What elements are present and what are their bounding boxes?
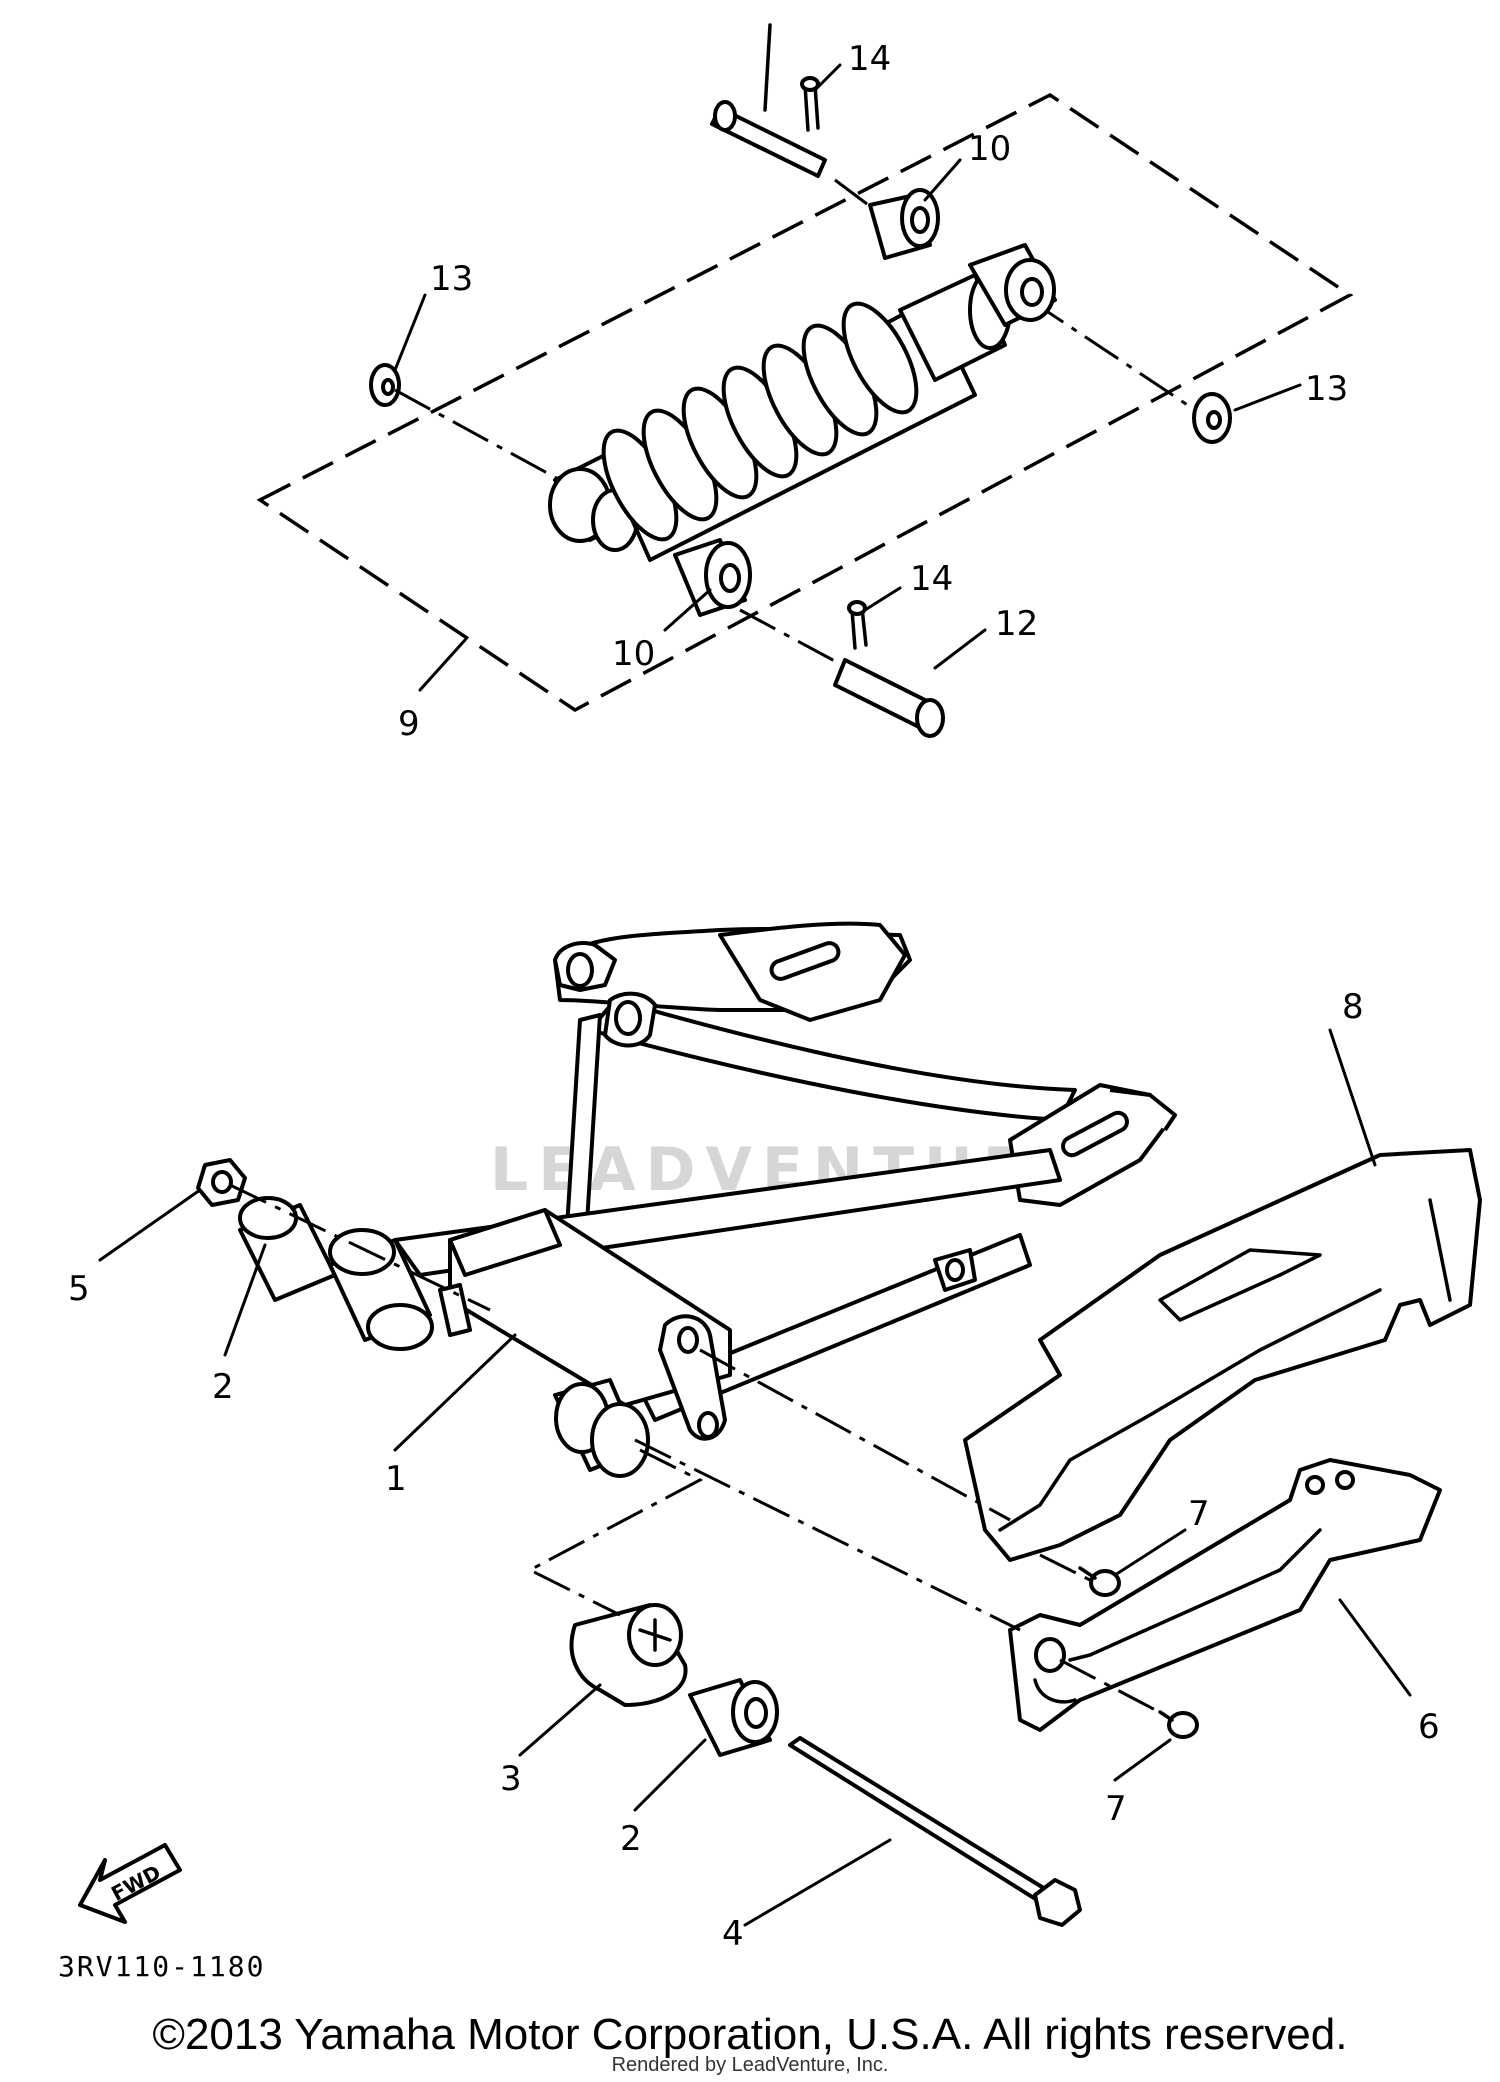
- shock-mount-bracket: [553, 921, 912, 1022]
- washer-right: [1192, 392, 1232, 444]
- callout-3: 3: [500, 1759, 522, 1799]
- link-bracket: [658, 1314, 727, 1441]
- copyright-notice: ©2013 Yamaha Motor Corporation, U.S.A. A…: [152, 2010, 1348, 2059]
- callout-14-mid: 14: [910, 559, 953, 599]
- bolt-lower: [1158, 1710, 1199, 1739]
- callout-8: 8: [1342, 987, 1364, 1027]
- callout-10-bottom: 10: [612, 634, 655, 674]
- pivot-bushing-lower: [553, 1378, 650, 1478]
- chain-case: [963, 1148, 1482, 1562]
- callout-10-top: 10: [968, 129, 1011, 169]
- pivot-shaft: [788, 1736, 1082, 1927]
- pivot-bushing-left: [238, 1196, 337, 1302]
- pivot-collar: [569, 1603, 688, 1707]
- callout-2-left: 2: [212, 1367, 234, 1407]
- leader-lines: [98, 63, 1412, 1927]
- pivot-bushing-bottom: [688, 1678, 779, 1757]
- callout-9: 9: [398, 704, 420, 744]
- callout-5: 5: [68, 1269, 90, 1309]
- forward-arrow-icon: FWD: [78, 1843, 182, 1924]
- callout-14-top: 14: [848, 39, 891, 79]
- bushing-top: [868, 188, 940, 260]
- washer-left: [369, 363, 401, 407]
- callout-13-left: 13: [430, 259, 473, 299]
- bushing-bottom: [673, 538, 752, 617]
- callout-6: 6: [1418, 1707, 1440, 1747]
- diagram-code: 3RV110-1180: [58, 1950, 266, 1983]
- bolt-upper: [1078, 1566, 1121, 1597]
- swingarm-assembly: [393, 921, 1177, 1441]
- pivot-nut: [196, 1158, 247, 1207]
- callout-1: 1: [385, 1459, 407, 1499]
- rendered-by-notice: Rendered by LeadVenture, Inc.: [611, 2054, 889, 2076]
- shock-absorber: [548, 243, 1057, 562]
- callout-numbers: 14 10 13 13 14 12 10 9 8 5 2 1 7 6 7 3 2…: [68, 39, 1440, 1954]
- pivot-crossmember: [438, 1208, 732, 1407]
- chain-guide-tab: [933, 1248, 977, 1292]
- cotter-pin-mid: [847, 600, 868, 650]
- callout-2-bottom: 2: [620, 1819, 642, 1859]
- callout-7-lower: 7: [1105, 1789, 1127, 1829]
- callout-4: 4: [722, 1914, 744, 1954]
- lower-pin: [833, 658, 945, 738]
- shock-spring-coils: [601, 301, 919, 542]
- chain-guide: [1008, 1458, 1442, 1732]
- cotter-pin-top: [800, 76, 820, 132]
- rear-shock-assembly: [256, 23, 1354, 738]
- pivot-bushing-right: [328, 1228, 434, 1351]
- assembly-9-outline: [256, 92, 1354, 713]
- callout-7-upper: 7: [1188, 1494, 1210, 1534]
- callout-12: 12: [995, 604, 1038, 644]
- upper-crossbar: [588, 991, 1077, 1122]
- upper-pin: [710, 23, 827, 178]
- callout-13-right: 13: [1305, 369, 1348, 409]
